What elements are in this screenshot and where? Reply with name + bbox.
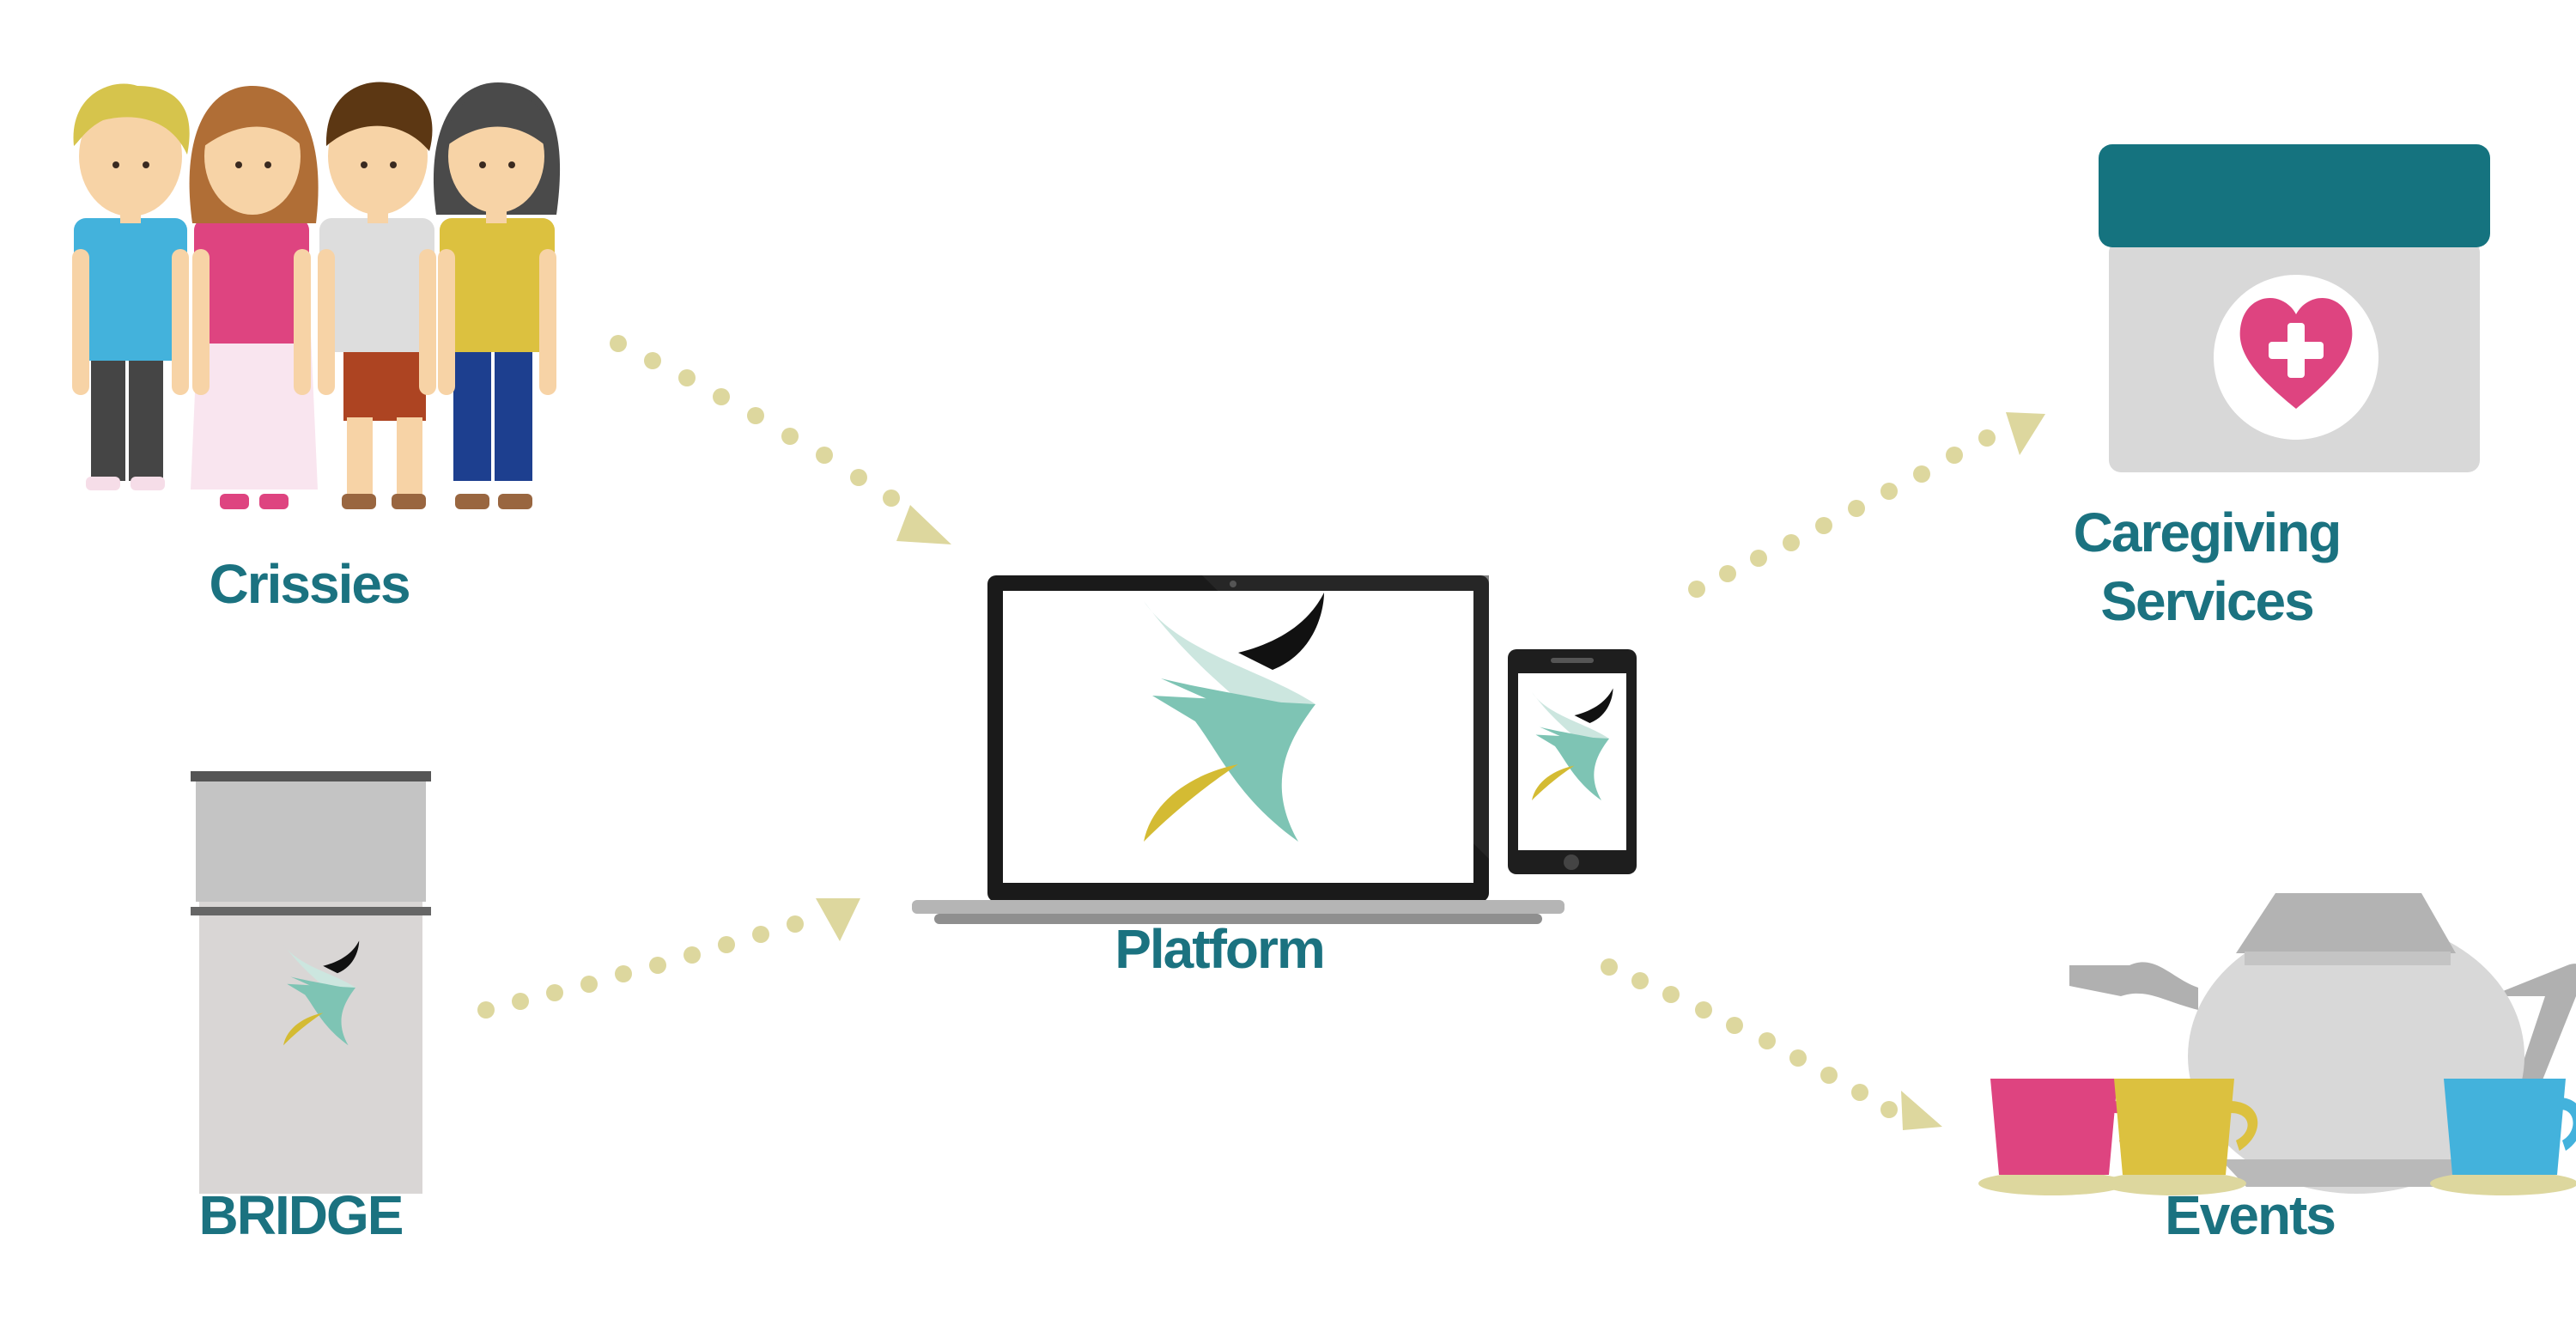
medical-box-icon bbox=[2099, 144, 2490, 472]
person-blue-icon bbox=[72, 83, 190, 490]
caregiving-services-label: Caregiving Services bbox=[2026, 498, 2387, 636]
arrow-crissies-to-platform bbox=[610, 335, 951, 544]
bridge-label: BRIDGE bbox=[198, 1184, 404, 1246]
yellow-cup-icon bbox=[2102, 1079, 2258, 1195]
blue-cup-icon bbox=[2430, 1079, 2576, 1195]
people-group-icon bbox=[72, 82, 561, 509]
arrow-bridge-to-platform bbox=[477, 898, 860, 1019]
bridge-device-icon bbox=[191, 771, 431, 1194]
events-label: Events bbox=[2165, 1184, 2336, 1246]
arrow-platform-to-events bbox=[1601, 958, 1942, 1130]
laptop-icon bbox=[912, 575, 1564, 924]
caregiving-label-line1: Caregiving bbox=[2073, 502, 2342, 563]
arrow-platform-to-caregiving bbox=[1688, 412, 2045, 598]
person-yellow-icon bbox=[433, 82, 561, 509]
person-grey-icon bbox=[318, 82, 436, 509]
caregiving-label-line2: Services bbox=[2100, 570, 2314, 632]
tea-set-icon bbox=[1978, 893, 2576, 1195]
smartphone-icon bbox=[1508, 649, 1637, 874]
person-pink-icon bbox=[189, 86, 319, 509]
platform-label: Platform bbox=[1115, 918, 1326, 980]
crissies-label: Crissies bbox=[209, 553, 410, 615]
